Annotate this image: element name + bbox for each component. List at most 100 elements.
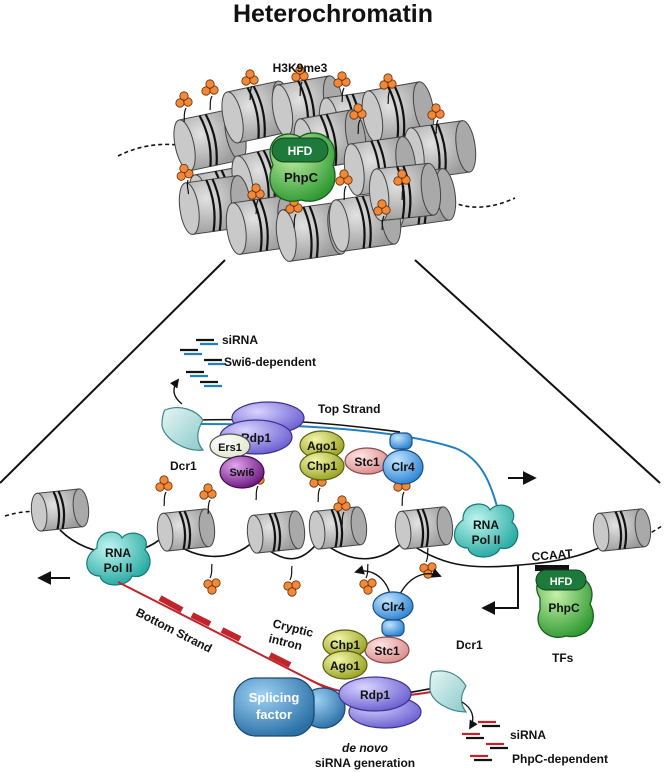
sirna-duplex — [200, 380, 222, 388]
swi6-shape — [219, 455, 265, 489]
rna-label-left: RNA — [105, 546, 131, 560]
phpc-label-lower: PhpC — [548, 601, 580, 615]
stc1-label-top: Stc1 — [354, 455, 380, 469]
h3k9me3-mark — [379, 73, 397, 105]
h3k9me3-mark — [373, 199, 391, 231]
nucleosome — [394, 506, 454, 550]
sirna-swi6-group: siRNA Swi6-dependent — [169, 333, 316, 405]
sirna-duplex — [204, 358, 226, 366]
clr4-arrow — [354, 565, 391, 595]
sirna-label-top: siRNA — [222, 333, 258, 347]
ccaat-label: CCAAT — [531, 546, 574, 564]
sirna-duplex — [462, 732, 484, 740]
rnai-complex-top: Dcr1 Rdp1 Ers1 Swi6 Ago1 Chp1 Stc1 Clr4 — [161, 401, 424, 489]
hfd-label-top: HFD — [288, 144, 313, 158]
zoom-line-left — [0, 259, 226, 484]
dcr1-bottom — [429, 670, 468, 713]
bottom-strand-label: Bottom Strand — [134, 605, 215, 655]
rna-pol-ii-right: RNA Pol II — [454, 503, 519, 558]
h3k9me3-mark — [241, 69, 259, 101]
h3k9me3-mark — [333, 71, 351, 103]
h3k9me3-mark — [155, 475, 173, 507]
rnai-complex-bottom: Clr4 Stc1 Chp1 Ago1 Splicing factor Rdp1… — [233, 565, 483, 737]
splicing-factor-shape — [233, 677, 315, 737]
h3k9me3-mark — [349, 103, 367, 135]
clr4-label-bottom: Clr4 — [381, 600, 405, 614]
h3k9me3-mark — [333, 495, 351, 527]
sirna-duplex — [470, 754, 492, 762]
sirna-generation-label: siRNA generation — [315, 756, 415, 770]
swi6-dependent-label: Swi6-dependent — [224, 355, 316, 369]
nucleosome — [246, 510, 306, 554]
nucleosome-cluster — [173, 65, 477, 262]
ccaat-box — [535, 565, 569, 571]
ago1-label-top: Ago1 — [307, 439, 337, 453]
nucleosome — [156, 508, 216, 552]
chp1-label-top: Chp1 — [307, 459, 337, 473]
phpc-protein-top: HFD PhpC — [269, 132, 336, 202]
zoom-line-right — [414, 259, 661, 484]
sirna-duplexes-top — [180, 338, 226, 388]
h3k9me3-mark — [176, 163, 194, 195]
h3k9me3-mark — [199, 483, 217, 515]
h3k9me3-mark — [203, 563, 221, 595]
clr4-base-bottom — [381, 619, 405, 637]
h3k9me3-mark — [283, 565, 301, 597]
top-strand-label: Top Strand — [318, 402, 380, 416]
sirna-duplex — [180, 348, 202, 356]
sirna-duplex — [486, 742, 508, 750]
sirna-duplex — [196, 338, 218, 346]
ago1-label-bottom: Ago1 — [330, 659, 360, 673]
h3k9me3-mark — [359, 563, 377, 595]
clr4-arrow-right — [399, 568, 442, 595]
arrow-to-sirna-top — [169, 378, 183, 405]
hfd-label-lower: HFD — [550, 576, 573, 588]
h3k9me3-mark — [201, 79, 219, 111]
nucleosome — [308, 506, 368, 550]
rna-pol-ii-left: RNA Pol II — [86, 531, 151, 586]
ers1-label: Ers1 — [218, 442, 242, 454]
h3k9me3-mark — [393, 169, 411, 201]
sirna-duplexes-bottom — [462, 720, 508, 762]
top-strand-dsrna — [194, 418, 401, 433]
clr4-cap-top — [389, 432, 413, 450]
sirna-duplex — [478, 720, 500, 728]
sirna-duplex — [186, 370, 208, 378]
splicing-label: Splicing — [249, 690, 300, 705]
h3k9me3-mark — [335, 169, 353, 201]
heterochromatin-fiber: HFD PhpC — [117, 65, 516, 262]
sirna-label-bottom: siRNA — [510, 728, 546, 742]
hfd-domain-lower — [535, 569, 587, 591]
de-novo-label: de novo — [342, 741, 388, 755]
dcr1-top — [161, 407, 205, 451]
phpc-dependent-label: PhpC-dependent — [512, 752, 608, 766]
stc1-label-bottom: Stc1 — [374, 644, 400, 658]
hfd-domain-top — [271, 137, 329, 163]
chp1-shape-top — [299, 451, 345, 481]
h3k9me3-mark — [247, 183, 265, 215]
h3k9me3-label: H3K9me3 — [273, 61, 328, 75]
h3k9me3-mark — [291, 65, 309, 97]
factor-label: factor — [256, 707, 292, 722]
diagram-title: Heterochromatin — [233, 0, 433, 28]
h3k9me3-mark — [427, 103, 445, 135]
phpc-label-top: PhpC — [284, 170, 319, 185]
phpc-transcription-factor: CCAAT HFD PhpC TFs — [531, 546, 594, 665]
sirna-phpc-group: siRNA PhpC-dependent — [462, 720, 608, 766]
h3k9me3-mark — [285, 197, 303, 229]
linker-dna-right — [451, 197, 516, 208]
arrow-to-sirna-bottom — [461, 701, 478, 730]
pol-ii-label-left: Pol II — [104, 561, 133, 575]
dcr1-label-bottom: Dcr1 — [456, 638, 483, 652]
rna-label-right: RNA — [473, 518, 499, 532]
pol-ii-label-right: Pol II — [472, 533, 501, 547]
rdp1-label-bottom: Rdp1 — [360, 688, 390, 702]
nucleosome — [592, 508, 652, 552]
dcr1-label-top: Dcr1 — [170, 459, 197, 473]
rdp1-shape-bottom-front — [338, 676, 412, 712]
tfs-label: TFs — [552, 651, 574, 665]
nucleosome — [30, 488, 90, 532]
arrow-promoter — [481, 566, 519, 615]
ago1-shape-bottom — [322, 650, 368, 680]
